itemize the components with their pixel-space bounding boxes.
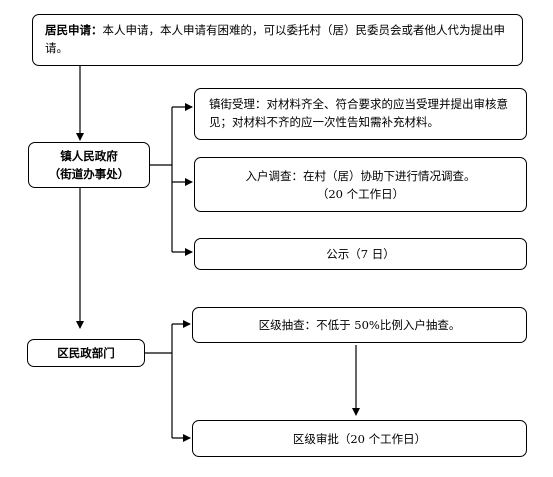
- acceptance-box: 镇街受理：对材料齐全、符合要求的应当受理并提出审核意见；对材料不齐的应一次性告知…: [194, 88, 527, 140]
- district-dept-title: 区民政部门: [57, 346, 115, 360]
- applicant-box: 居民申请：本人申请，本人申请有困难的，可以委托村（居）民委员会或者他人代为提出申…: [32, 14, 523, 66]
- town-gov-title: 镇人民政府: [60, 149, 118, 163]
- town-gov-subtitle: （街道办事处）: [48, 167, 130, 181]
- approval-box: 区级审批（20 个工作日）: [192, 420, 527, 457]
- acceptance-text: 镇街受理：对材料齐全、符合要求的应当受理并提出审核意见；对材料不齐的应一次性告知…: [209, 97, 508, 129]
- spot-check-box: 区级抽查：不低于 50%比例入户抽查。: [192, 307, 527, 343]
- publicity-box: 公示（7 日）: [194, 238, 527, 270]
- publicity-text: 公示（7 日）: [326, 247, 395, 261]
- spot-check-text: 区级抽查：不低于 50%比例入户抽查。: [258, 318, 461, 332]
- applicant-text: 本人申请，本人申请有困难的，可以委托村（居）民委员会或者他人代为提出申请。: [45, 23, 505, 55]
- approval-text: 区级审批（20 个工作日）: [292, 431, 427, 446]
- town-gov-box: 镇人民政府 （街道办事处）: [28, 142, 150, 188]
- district-dept-box: 区民政部门: [27, 339, 145, 367]
- survey-text: 入户调查：在村（居）协助下进行情况调查。: [245, 168, 476, 183]
- applicant-label-separator: ：: [91, 23, 103, 37]
- survey-box: 入户调查：在村（居）协助下进行情况调查。 （20 个工作日）: [194, 157, 527, 212]
- applicant-label: 居民申请: [45, 23, 91, 37]
- survey-duration: （20 个工作日）: [316, 186, 405, 201]
